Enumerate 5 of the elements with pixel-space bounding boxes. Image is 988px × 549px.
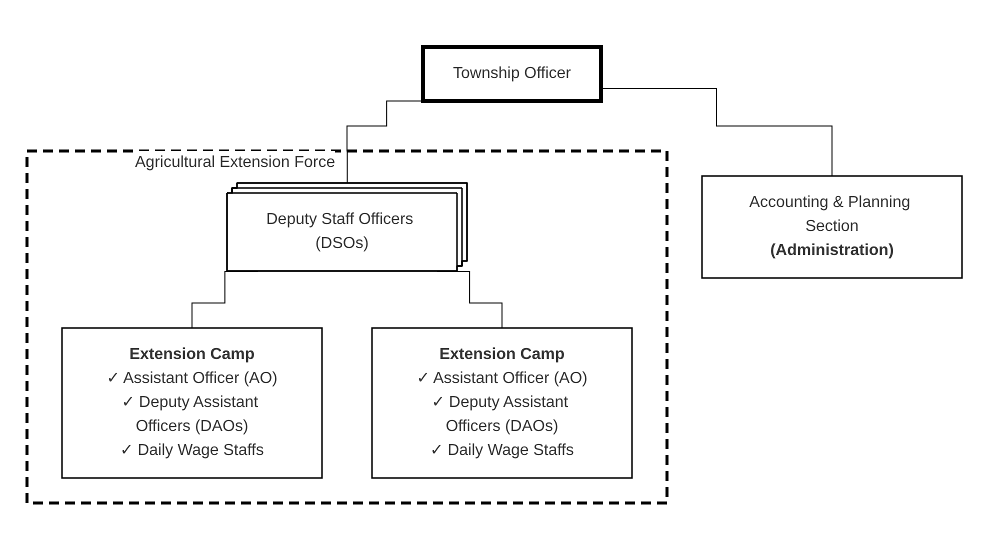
- node-box: Extension Camp ✓ Assistant Officer (AO) ✓ Deputy Assistant Officers (DAOs) ✓ Daily Wage Staffs: [60, 326, 322, 478]
- node-box: Township Officer: [420, 44, 602, 102]
- node-box: Extension Camp ✓ Assistant Officer (AO) ✓ Deputy Assistant Officers (DAOs) ✓ Daily Wage Staffs: [370, 326, 632, 478]
- connector: [600, 87, 832, 176]
- node-box: Accounting & Planning Section (Administration): [700, 174, 962, 278]
